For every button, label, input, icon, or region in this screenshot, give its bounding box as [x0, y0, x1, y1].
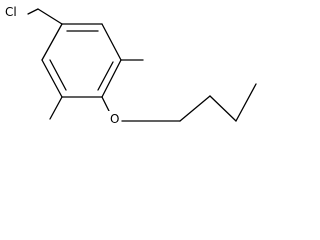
bond-ch2-ring: [37, 8, 63, 25]
oxygen-label: O: [110, 112, 119, 126]
ring-bond-c5-c6: [41, 59, 63, 98]
ring-double-bond-inner-left: [49, 59, 67, 91]
ring-double-bond-inner-right: [97, 61, 114, 91]
ring-bond-c3-c4: [101, 59, 122, 98]
oxygen-label-background: [108, 111, 121, 126]
bond-ch-methyl-up: [235, 83, 257, 122]
ring-bond-c2-c3: [101, 23, 122, 61]
ring-bond-c6-c1: [41, 23, 63, 61]
bond-ch2-ch: [209, 95, 237, 122]
structure-diagram: Cl O: [4, 4, 257, 126]
bond-methyl-bottom: [49, 96, 63, 120]
bond-cl-ch2: [27, 8, 39, 15]
chlorine-label: Cl: [5, 5, 17, 19]
chlorine-label-background: [4, 4, 27, 19]
bond-ch2-ch2: [179, 95, 211, 122]
